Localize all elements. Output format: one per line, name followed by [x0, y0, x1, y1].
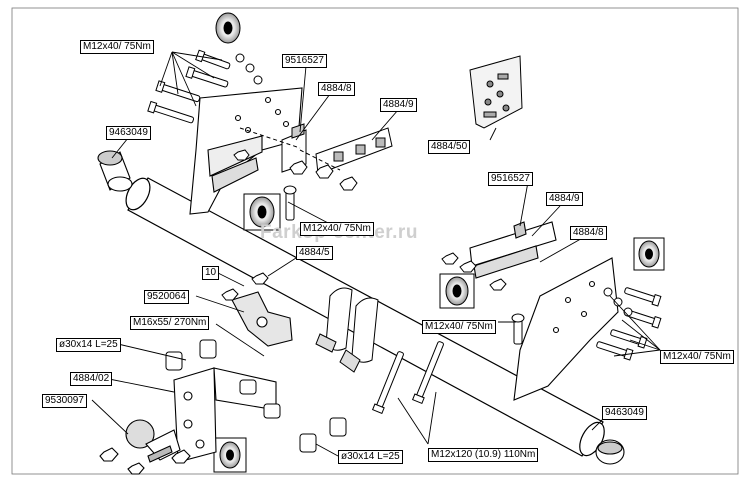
label-9516527-right: 9516527	[488, 172, 533, 186]
right-fastener-nuts	[441, 252, 525, 345]
label-4884-8-left: 4884/8	[318, 82, 355, 96]
left-fastener-nuts	[233, 149, 358, 221]
label-9530097: 9530097	[42, 394, 87, 408]
label-4884-9-left: 4884/9	[380, 98, 417, 112]
label-9463049-left: 9463049	[106, 126, 151, 140]
label-4884-50: 4884/50	[428, 140, 471, 154]
label-4884-02: 4884/02	[70, 372, 113, 386]
label-bolt-m12x120: M12x120 (10.9) 110Nm	[428, 448, 539, 462]
center-clamp-rings	[315, 287, 379, 373]
leader-lines	[91, 51, 661, 457]
label-9463049-right: 9463049	[602, 406, 647, 420]
long-bolts	[371, 341, 444, 415]
spacer-sleeves	[165, 339, 347, 453]
label-4884-5: 4884/5	[296, 246, 333, 260]
label-9520064: 9520064	[144, 290, 189, 304]
label-spacer-top: ø30x14 L=25	[56, 338, 121, 352]
washer-left-lower	[243, 193, 281, 231]
nuts-item-10	[221, 272, 269, 301]
washer-right-mid	[439, 273, 475, 309]
label-bolt-kit-right: M12x40/ 75Nm	[660, 350, 734, 364]
label-4884-8-right: 4884/8	[570, 226, 607, 240]
label-4884-9-right: 4884/9	[546, 192, 583, 206]
label-bolt-kit-left-top: M12x40/ 75Nm	[80, 40, 154, 54]
label-spacer-bottom: ø30x14 L=25	[338, 450, 403, 464]
washer-right-top	[633, 237, 665, 271]
frame-border	[11, 7, 739, 475]
electrical-kit	[469, 55, 523, 129]
label-10: 10	[202, 266, 220, 280]
right-end-cap	[595, 439, 625, 465]
label-9516527-left: 9516527	[282, 54, 327, 68]
label-bolt-mid-left: M12x40/ 75Nm	[300, 222, 374, 236]
label-bolt-mid-right: M12x40/ 75Nm	[422, 320, 496, 334]
label-bolt-m16: M16x55/ 270Nm	[130, 316, 210, 330]
left-end-cap	[97, 150, 133, 192]
left-bolt-set	[147, 12, 263, 124]
tow-hitch-assembly	[99, 291, 293, 475]
washer-bottom	[213, 437, 247, 473]
